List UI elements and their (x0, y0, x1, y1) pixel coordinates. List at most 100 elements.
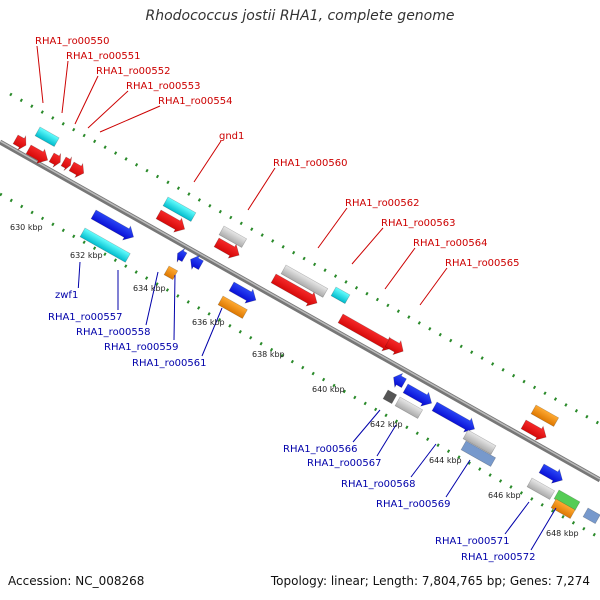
gene-label-top[interactable]: RHA1_ro00563 (381, 218, 456, 229)
gene-feature[interactable] (530, 404, 560, 427)
gene-arrow[interactable] (213, 235, 244, 262)
gene-label-top[interactable]: RHA1_ro00550 (35, 36, 110, 47)
gene-feature[interactable] (384, 335, 408, 358)
gene-arrow[interactable] (162, 196, 197, 222)
gene-feature[interactable] (90, 207, 138, 244)
gene-feature[interactable] (553, 489, 581, 511)
gene-feature[interactable] (162, 196, 197, 222)
gene-feature[interactable] (526, 477, 556, 500)
gene-arrow[interactable] (394, 396, 424, 419)
label-leader-line (410, 443, 437, 478)
label-leader-line (173, 274, 176, 341)
gene-arrow[interactable] (382, 389, 398, 405)
gene-label-bottom[interactable]: RHA1_ro00561 (132, 358, 207, 369)
gene-label-top[interactable]: gnd1 (219, 131, 244, 142)
gene-feature[interactable] (330, 286, 351, 304)
gene-feature[interactable] (520, 417, 551, 444)
gene-arrow[interactable] (48, 150, 65, 169)
gene-label-top[interactable]: RHA1_ro00564 (413, 238, 488, 249)
gene-label-bottom[interactable]: RHA1_ro00571 (435, 536, 510, 547)
kbp-tick-label: 630 kbp (10, 223, 43, 232)
gene-arrow[interactable] (25, 142, 52, 167)
gene-feature[interactable] (394, 396, 424, 419)
gene-feature[interactable] (337, 311, 397, 354)
gene-feature[interactable] (187, 252, 205, 272)
gene-arrow[interactable] (217, 295, 248, 319)
gene-label-bottom[interactable]: RHA1_ro00569 (376, 499, 451, 510)
gene-feature[interactable] (174, 246, 189, 264)
gene-arrow[interactable] (155, 207, 189, 236)
gene-arrow[interactable] (90, 207, 138, 244)
gene-arrow[interactable] (60, 154, 75, 172)
gene-arrow[interactable] (550, 498, 576, 519)
gene-arrow[interactable] (174, 246, 189, 264)
gene-label-bottom[interactable]: RHA1_ro00572 (461, 552, 536, 563)
gene-arrow[interactable] (462, 429, 497, 455)
gene-label-top[interactable]: RHA1_ro00560 (273, 158, 348, 169)
gene-arrow[interactable] (582, 507, 600, 525)
label-leader-line (376, 424, 397, 457)
gene-label-top[interactable]: RHA1_ro00565 (445, 258, 520, 269)
gene-label-top[interactable]: RHA1_ro00551 (66, 51, 141, 62)
gene-label-bottom[interactable]: RHA1_ro00558 (76, 327, 151, 338)
gene-feature[interactable] (460, 440, 497, 467)
gene-feature[interactable] (34, 126, 60, 147)
gene-feature[interactable] (79, 227, 131, 263)
gene-arrow[interactable] (402, 381, 436, 410)
gene-feature[interactable] (155, 207, 189, 236)
gene-arrow[interactable] (384, 335, 408, 358)
gene-arrow[interactable] (538, 461, 567, 487)
gene-arrow[interactable] (68, 159, 88, 180)
gene-arrow[interactable] (280, 264, 329, 298)
gene-label-top[interactable]: RHA1_ro00552 (96, 66, 171, 77)
gene-label-top[interactable]: RHA1_ro00562 (345, 198, 420, 209)
gene-feature[interactable] (431, 399, 479, 436)
gene-feature[interactable] (25, 142, 52, 167)
gene-feature[interactable] (538, 461, 567, 487)
gene-label-bottom[interactable]: RHA1_ro00568 (341, 479, 416, 490)
gene-arrow[interactable] (228, 279, 260, 307)
gene-feature[interactable] (12, 132, 30, 152)
gene-arrow[interactable] (390, 370, 408, 390)
gene-label-bottom[interactable]: RHA1_ro00566 (283, 444, 358, 455)
gene-feature[interactable] (228, 279, 260, 307)
gene-arrow[interactable] (218, 225, 248, 248)
gene-arrow[interactable] (553, 489, 581, 511)
gene-feature[interactable] (48, 150, 65, 169)
gene-arrow[interactable] (460, 440, 497, 467)
gene-feature[interactable] (60, 154, 75, 172)
gene-arrow[interactable] (34, 126, 60, 147)
gene-arrow[interactable] (330, 286, 351, 304)
gene-feature[interactable] (462, 429, 497, 455)
gene-arrow[interactable] (530, 404, 560, 427)
gene-feature[interactable] (68, 159, 88, 180)
gene-arrow[interactable] (163, 265, 179, 281)
gene-feature[interactable] (270, 271, 321, 310)
gene-label-bottom[interactable]: zwf1 (55, 290, 78, 301)
gene-label-bottom[interactable]: RHA1_ro00567 (307, 458, 382, 469)
gene-arrow[interactable] (79, 227, 131, 263)
gene-feature[interactable] (582, 507, 600, 525)
gene-arrow[interactable] (520, 417, 551, 444)
gene-feature[interactable] (382, 389, 398, 405)
gene-label-top[interactable]: RHA1_ro00554 (158, 96, 233, 107)
gene-arrow[interactable] (270, 271, 321, 310)
gene-feature[interactable] (218, 225, 248, 248)
gene-feature[interactable] (390, 370, 408, 390)
label-leader-line (504, 501, 530, 535)
gene-feature[interactable] (163, 265, 179, 281)
gene-feature[interactable] (280, 264, 329, 298)
gene-arrow[interactable] (12, 132, 30, 152)
gene-feature[interactable] (213, 235, 244, 262)
gene-label-bottom[interactable]: RHA1_ro00557 (48, 312, 123, 323)
gene-arrow[interactable] (187, 252, 205, 272)
gene-arrow[interactable] (337, 311, 397, 354)
gene-arrow[interactable] (526, 477, 556, 500)
track-guide-bottom (0, 192, 600, 540)
gene-feature[interactable] (217, 295, 248, 319)
gene-label-top[interactable]: RHA1_ro00553 (126, 81, 201, 92)
gene-arrow[interactable] (431, 399, 479, 436)
gene-feature[interactable] (402, 381, 436, 410)
gene-feature[interactable] (550, 498, 576, 519)
gene-label-bottom[interactable]: RHA1_ro00559 (104, 342, 179, 353)
